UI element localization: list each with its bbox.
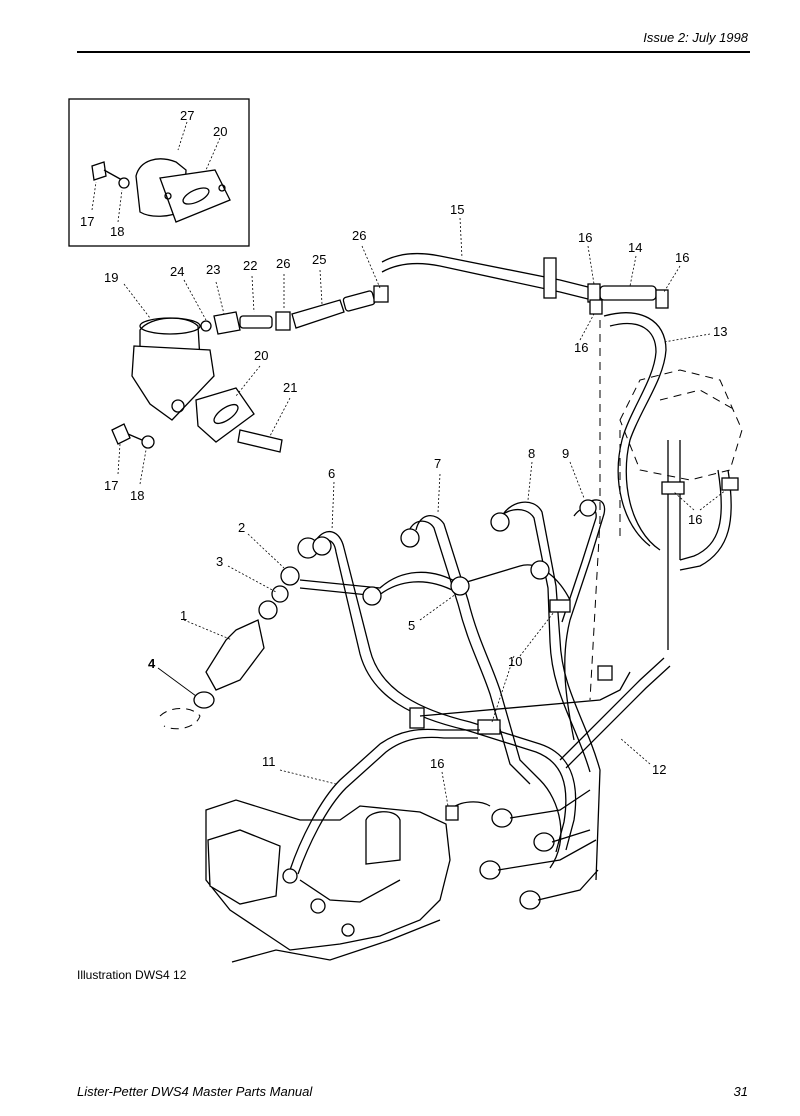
callout-22: 22 [243,258,257,273]
inset-frame [68,98,250,247]
pipe-7 [415,515,562,869]
fuel-injection-pump: 16 [205,756,599,963]
clip-16-pump [445,805,459,821]
pipe-9 [564,499,606,741]
callout-21: 21 [283,380,297,395]
callout-2: 2 [238,520,245,535]
inset-gasket-20 [159,169,231,223]
clamp-10b [477,719,501,735]
washer-18 [141,435,155,449]
callout-12: 12 [652,762,666,777]
inset-detail: 27 20 17 18 [68,98,250,247]
fuel-filter: 13 16 [589,312,743,701]
page-footer: Lister-Petter DWS4 Master Parts Manual 3… [0,1076,800,1116]
callout-6: 6 [328,466,335,481]
issue-date: Issue 2: July 1998 [643,30,748,45]
inset-washer-18 [118,177,130,189]
header-rule [77,51,750,53]
callout-16-filter: 16 [688,512,702,527]
washer-24 [200,320,212,332]
callout-26-left: 26 [276,256,290,271]
callout-26-top: 26 [352,228,366,243]
pushrod-21 [237,429,283,453]
callout-8: 8 [528,446,535,461]
injector-pipes: 6 7 8 9 5 10 [299,446,606,881]
callout-18-inset: 18 [110,224,124,239]
callout-5: 5 [408,618,415,633]
clip-26b [373,285,389,303]
callout-17-inset: 17 [80,214,94,229]
clip-16c [589,299,603,315]
callout-25: 25 [312,252,326,267]
callout-24: 24 [170,264,184,279]
callout-23: 23 [206,262,220,277]
callout-19: 19 [104,270,118,285]
injector-stack: 2 3 1 4 [148,520,319,730]
pipe-clip [543,257,557,299]
lift-pump-assembly: 19 24 23 22 26 25 26 20 21 17 18 [104,228,389,503]
pipe-15: 15 [381,202,601,303]
union-22 [239,315,273,329]
callout-1: 1 [180,608,187,623]
nut-2 [280,566,300,586]
leak-off-pipes: 11 12 [262,657,671,875]
callout-13: 13 [713,324,727,339]
gasket-20 [195,387,255,443]
callout-18: 18 [130,488,144,503]
injector-1 [205,619,265,691]
hose-25 [291,299,345,329]
seal-4 [193,691,215,709]
callout-7: 7 [434,456,441,471]
clip-16d [661,481,685,495]
callout-4: 4 [148,656,156,671]
pipe-6 [315,530,577,851]
callout-20: 20 [254,348,268,363]
callout-11: 11 [262,754,276,769]
callout-17: 17 [104,478,118,493]
page-number: 31 [733,1084,748,1099]
clip-16a [587,283,601,303]
pipe-8 [499,501,601,881]
callout-16-top: 16 [578,230,592,245]
manual-title: Lister-Petter DWS4 Master Parts Manual [77,1084,313,1099]
callout-20-inset: 20 [213,124,227,139]
callout-3: 3 [216,554,223,569]
callout-16-right: 16 [675,250,689,265]
callout-10: 10 [508,654,522,669]
callout-27-inset: 27 [180,108,194,123]
callout-16-mid: 16 [574,340,588,355]
callout-16-pump: 16 [430,756,444,771]
clip-26 [275,311,291,331]
illustration-caption: Illustration DWS4 12 [77,968,187,982]
callout-9: 9 [562,446,569,461]
clamp-10a [549,599,571,613]
washer-3 [271,585,289,603]
clip-16b [655,289,669,309]
pipe-12 [559,657,665,761]
inset-bolt-head-17 [91,161,107,181]
exploded-parts-diagram: 27 20 17 18 15 14 16 16 16 13 [0,60,800,980]
diagram-svg: 27 20 17 18 15 14 16 16 16 13 [68,98,743,963]
page-header: Issue 2: July 1998 [0,0,800,56]
callout-14: 14 [628,240,642,255]
banjo-23 [213,311,241,335]
pipe-13 [603,312,667,551]
bolt-17 [111,423,131,445]
pipe-11 [289,728,480,871]
hose-14: 14 16 16 16 [574,230,689,355]
clip-16e [721,477,739,491]
callout-15: 15 [450,202,464,217]
